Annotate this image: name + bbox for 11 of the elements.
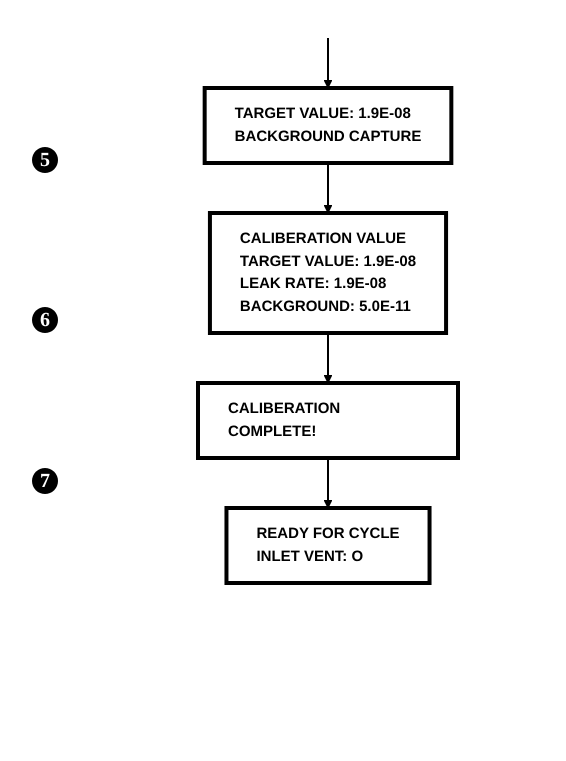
callout-number: 7 (32, 468, 58, 494)
callout-number: 6 (32, 307, 58, 334)
callout-number: 5 (32, 147, 58, 174)
arrow (324, 38, 332, 88)
node-box: READY FOR CYCLE INLET VENT: O (224, 506, 432, 585)
node-box: TARGET VALUE: 1.9E-08 BACKGROUND CAPTURE (202, 86, 454, 165)
arrow (324, 163, 332, 214)
node-box: CALIBERATION COMPLETE! (196, 381, 460, 460)
node-box: CALIBERATION VALUE TARGET VALUE: 1.9E-08 LEAK RATE: 1.9E-08 BACKGROUND: 5.0E-11 (208, 211, 448, 335)
arrow (324, 458, 332, 508)
arrow (324, 333, 332, 384)
